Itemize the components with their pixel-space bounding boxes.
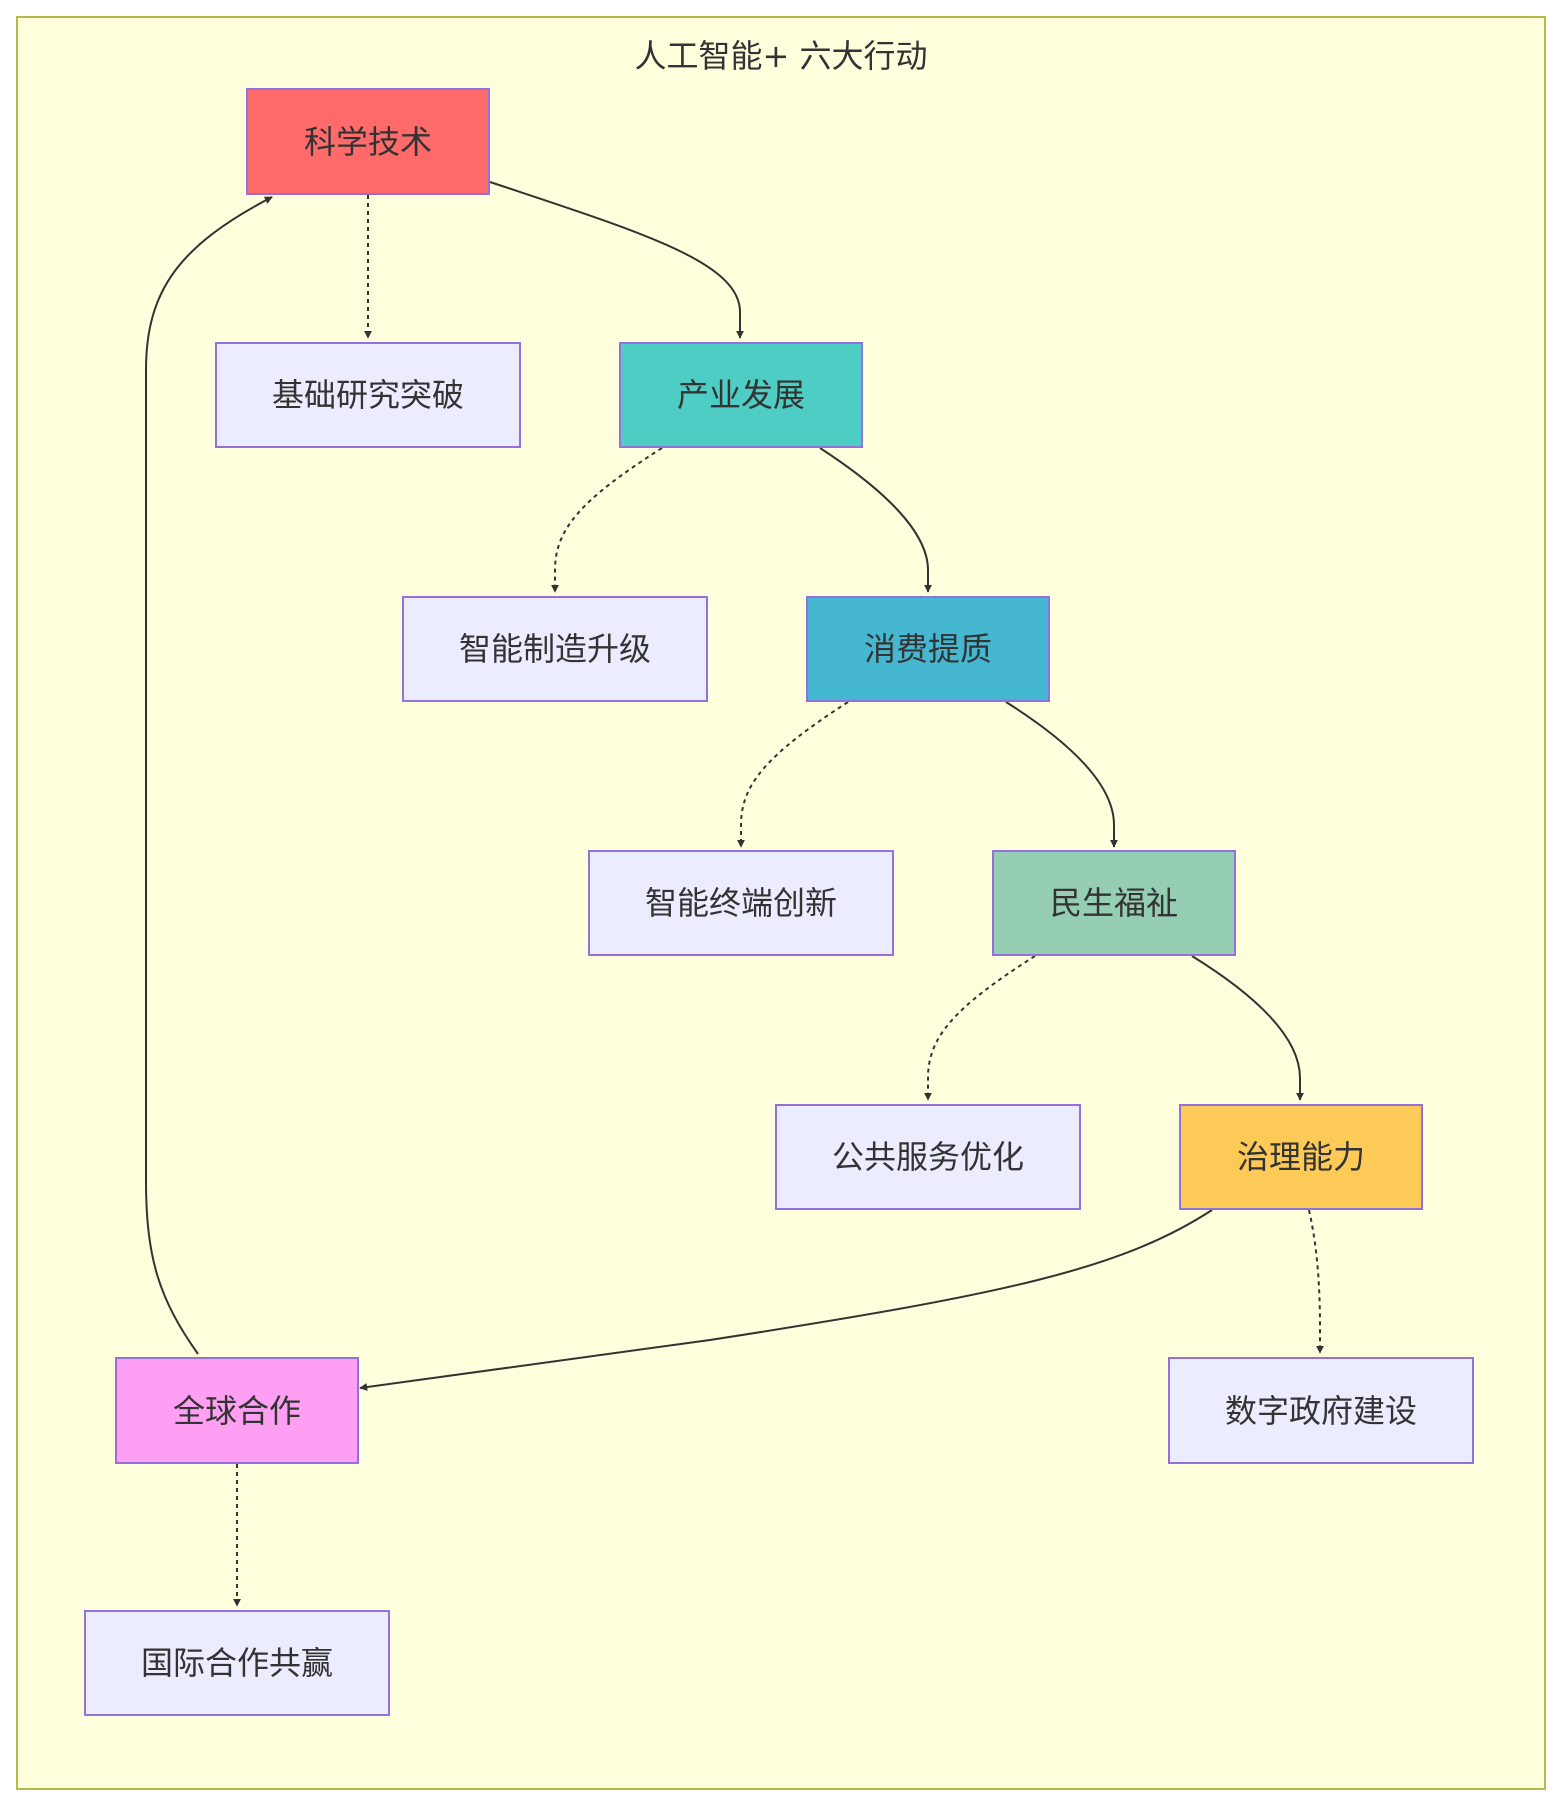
- node-governance-label: 治理能力: [1236, 1138, 1365, 1176]
- node-consumption-label: 消费提质: [863, 630, 992, 668]
- node-global[interactable]: 全球合作: [115, 1357, 359, 1464]
- edge-industry-to-smart-manufacturing: [551, 447, 663, 593]
- node-governance[interactable]: 治理能力: [1179, 1104, 1423, 1210]
- node-digital-gov-label: 数字政府建设: [1224, 1391, 1417, 1430]
- edge-science-to-industry: [489, 181, 744, 339]
- node-industry-label: 产业发展: [676, 376, 805, 414]
- node-smart-terminal[interactable]: 智能终端创新: [588, 850, 894, 956]
- node-intl-coop-label: 国际合作共赢: [140, 1644, 333, 1682]
- node-science[interactable]: 科学技术: [246, 88, 490, 195]
- edge-consumption-to-livelihood: [1005, 701, 1118, 848]
- node-science-label: 科学技术: [303, 122, 432, 161]
- edge-industry-to-consumption: [819, 447, 932, 593]
- edge-consumption-to-smart-terminal: [737, 701, 849, 848]
- node-industry[interactable]: 产业发展: [619, 342, 863, 448]
- node-livelihood-label: 民生福祉: [1049, 884, 1178, 922]
- node-intl-coop[interactable]: 国际合作共赢: [84, 1610, 390, 1716]
- node-smart-manufacturing-label: 智能制造升级: [458, 630, 651, 668]
- node-basic-research[interactable]: 基础研究突破: [215, 342, 521, 448]
- edge-global-to-science: [145, 196, 273, 1355]
- subgraph-title: 人工智能+ 六大行动: [634, 37, 928, 75]
- node-consumption[interactable]: 消费提质: [806, 596, 1050, 702]
- node-digital-gov[interactable]: 数字政府建设: [1168, 1357, 1474, 1464]
- edge-livelihood-to-governance: [1191, 955, 1304, 1101]
- node-smart-terminal-label: 智能终端创新: [644, 884, 837, 922]
- node-smart-manufacturing[interactable]: 智能制造升级: [402, 596, 708, 702]
- node-global-label: 全球合作: [172, 1391, 301, 1430]
- edge-livelihood-to-public-service: [924, 955, 1036, 1101]
- edge-governance-to-global: [359, 1209, 1213, 1391]
- node-livelihood[interactable]: 民生福祉: [992, 850, 1236, 956]
- node-basic-research-label: 基础研究突破: [271, 376, 464, 414]
- node-public-service[interactable]: 公共服务优化: [775, 1104, 1081, 1210]
- edge-governance-to-digital-gov: [1308, 1209, 1324, 1354]
- node-public-service-label: 公共服务优化: [831, 1138, 1024, 1176]
